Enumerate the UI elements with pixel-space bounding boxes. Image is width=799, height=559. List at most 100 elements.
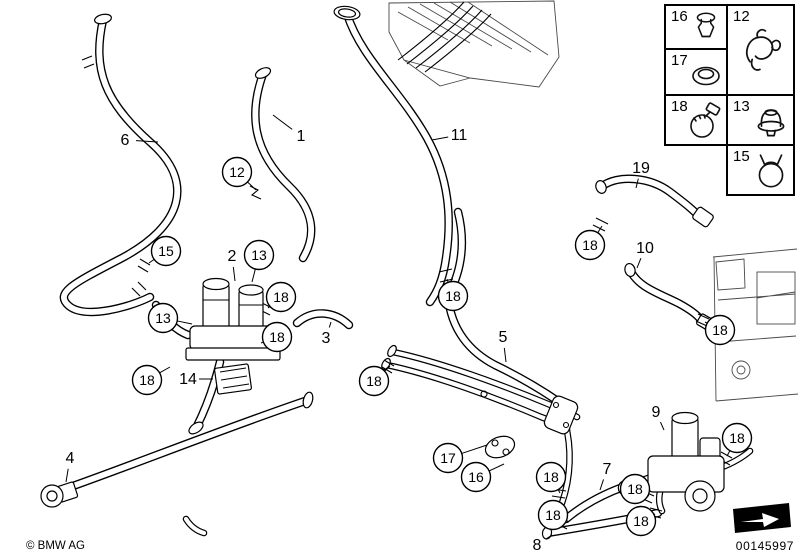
part-number-text: 10: [636, 240, 654, 257]
legend-number: 15: [733, 148, 750, 165]
part-number-text: 19: [632, 160, 650, 177]
leader-line: [503, 347, 507, 363]
callout-bubble-13[interactable]: 13: [243, 239, 275, 283]
callout-bubble-18[interactable]: 18: [265, 281, 297, 313]
pipe-bracket: [480, 390, 516, 459]
callout-circle: [261, 321, 293, 353]
callout-bubble-18[interactable]: 18: [704, 314, 736, 346]
expansion-tank: [388, 0, 560, 88]
legend-number: 16: [671, 8, 688, 25]
leader-line: [247, 181, 257, 191]
supply-lines: [397, 1, 492, 73]
part-label-11: 11: [431, 127, 468, 144]
pipe-flange: [543, 395, 579, 435]
legend-number: 17: [671, 52, 688, 69]
legend-number: 12: [733, 8, 750, 25]
leader-line: [431, 136, 449, 141]
callout-bubble-16[interactable]: 16: [460, 461, 505, 493]
callout-bubble-18[interactable]: 18: [535, 461, 567, 494]
bracket: [214, 363, 252, 395]
water-valve: [185, 277, 281, 361]
leader-line: [272, 114, 293, 130]
part-label-8: 8: [533, 534, 553, 554]
leader-line: [635, 178, 639, 189]
callout-bubble-18[interactable]: 18: [625, 505, 657, 537]
callout-bubble-18[interactable]: 18: [619, 473, 651, 505]
part-label-14: 14: [179, 371, 213, 388]
callout-bubble-17[interactable]: 17: [432, 442, 488, 474]
callout-number: 18: [582, 237, 598, 253]
part-number-text: 6: [121, 132, 130, 149]
leader-line: [328, 321, 332, 328]
part-label-3: 3: [322, 321, 332, 347]
diagram-part-number: 00145997: [735, 539, 794, 553]
callout-number: 18: [366, 373, 382, 389]
part-label-2: 2: [228, 248, 237, 282]
callout-circle: [147, 302, 179, 334]
part-number-text: 8: [533, 537, 542, 554]
legend-cell-16[interactable]: 16: [664, 4, 728, 50]
callout-circle: [619, 473, 651, 505]
leader-line: [636, 258, 642, 269]
callout-bubble-18[interactable]: 18: [721, 422, 753, 457]
part-number-text: 11: [451, 127, 468, 144]
callout-number: 15: [158, 243, 174, 259]
hose-ends: [94, 5, 714, 540]
callout-bubble-18[interactable]: 18: [574, 225, 606, 261]
leader-line: [660, 421, 665, 431]
part-number-text: 7: [603, 461, 612, 478]
part-number-text: 9: [652, 404, 661, 421]
sealing-plug-icon: [757, 109, 785, 137]
callout-circle: [574, 229, 606, 261]
hoses-layer: [56, 14, 750, 533]
callout-bubble-15[interactable]: 15: [148, 235, 182, 267]
legend-cell-12[interactable]: 12: [726, 4, 795, 96]
part-label-1: 1: [272, 114, 306, 145]
leader-line: [135, 140, 159, 143]
legend-cell-17[interactable]: 17: [664, 48, 728, 96]
legend-cell-15[interactable]: 15: [726, 144, 795, 196]
callout-bubble-13[interactable]: 13: [147, 302, 193, 334]
callout-number: 13: [251, 247, 267, 263]
part-label-19: 19: [632, 160, 650, 189]
leader-line: [599, 479, 604, 491]
engine-block: [712, 248, 799, 402]
part-number-text: 14: [179, 371, 197, 388]
callout-number: 18: [445, 288, 461, 304]
callout-circle: [625, 505, 657, 537]
part-label-9: 9: [652, 404, 665, 431]
leader-line: [251, 268, 256, 283]
part-label-6: 6: [121, 132, 159, 149]
callout-bubble-18[interactable]: 18: [358, 365, 391, 397]
spring-band-clamp-icon: [758, 154, 784, 188]
callout-number: 18: [633, 513, 649, 529]
callout-bubble-12[interactable]: 12: [221, 156, 257, 191]
legend-cell-13[interactable]: 13: [726, 94, 795, 146]
callout-bubble-18[interactable]: 18: [537, 499, 569, 531]
callout-bubble-18[interactable]: 18: [131, 364, 171, 396]
callout-number: 17: [440, 450, 456, 466]
part-label-4: 4: [65, 450, 75, 483]
callout-number: 18: [545, 507, 561, 523]
legend-cell-18[interactable]: 18: [664, 94, 728, 146]
callout-circle: [265, 281, 297, 313]
callout-circle: [437, 280, 469, 312]
callout-circle: [460, 461, 492, 493]
callout-circle: [704, 314, 736, 346]
callout-circle: [243, 239, 275, 271]
leader-line: [597, 225, 603, 234]
part-number-text: 5: [499, 329, 508, 346]
copyright-text: © BMW AG: [26, 540, 85, 552]
callout-number: 12: [229, 164, 245, 180]
callout-circle: [150, 235, 182, 267]
callout-number: 18: [139, 372, 155, 388]
callout-bubble-18[interactable]: 18: [260, 321, 293, 353]
spring-clip-icon: [745, 28, 781, 71]
part-label-7: 7: [599, 461, 612, 491]
hose-clamp-icon: [690, 102, 721, 138]
callout-circle: [358, 365, 390, 397]
callout-circle: [131, 364, 163, 396]
callout-bubble-18[interactable]: 18: [437, 278, 469, 312]
callout-number: 18: [712, 322, 728, 338]
